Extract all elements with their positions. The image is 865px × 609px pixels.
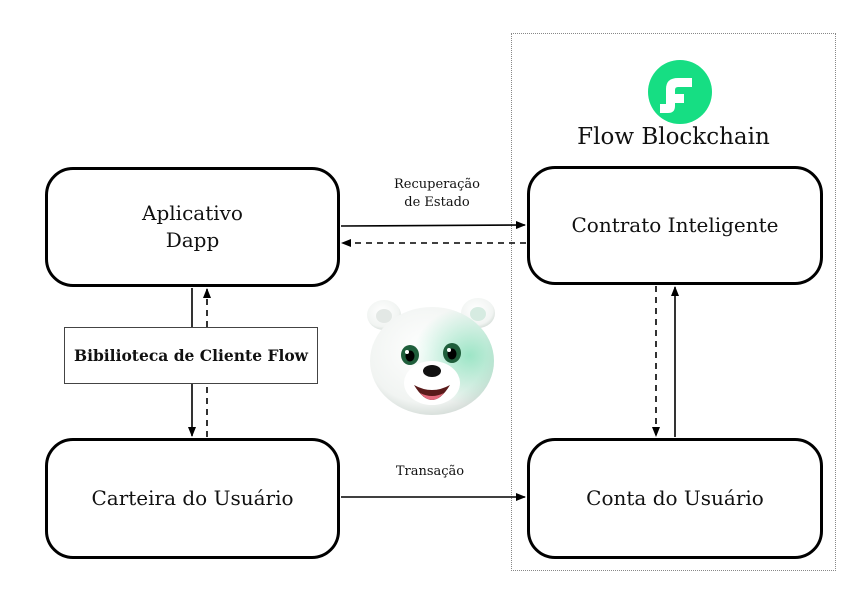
- user-wallet-node: Carteira do Usuário: [45, 438, 340, 559]
- polar-bear-mascot-icon: [367, 298, 495, 415]
- client-library-box: Bibilioteca de Cliente Flow: [64, 327, 318, 384]
- flow-logo-icon: [648, 60, 712, 124]
- transaction-label: Transação: [395, 464, 465, 479]
- edge-app-to-contract: [340, 221, 526, 230]
- user-account-node: Conta do Usuário: [527, 438, 823, 559]
- dapp-application-node: Aplicativo Dapp: [45, 167, 340, 287]
- blockchain-frame: [511, 33, 836, 571]
- smart-contract-node: Contrato Inteligente: [527, 166, 823, 285]
- blockchain-title: Flow Blockchain: [577, 124, 770, 150]
- state-retrieval-label: Recuperação de Estado: [394, 177, 480, 210]
